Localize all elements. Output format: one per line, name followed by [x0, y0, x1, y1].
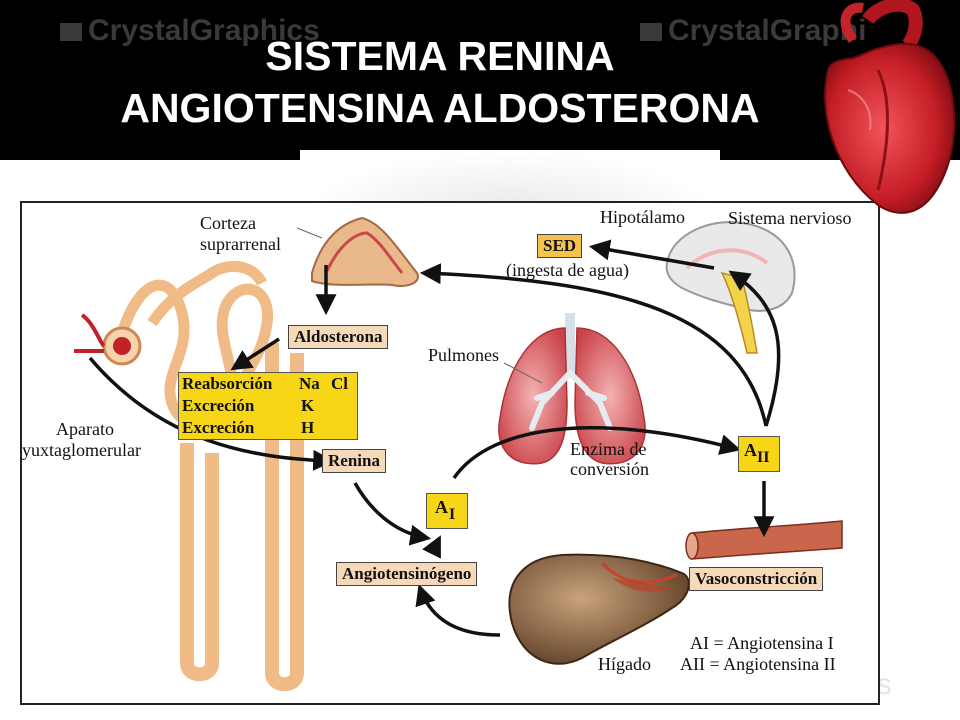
title-line-1: SISTEMA RENINA	[265, 33, 615, 79]
legend-aii: AII = Angiotensina II	[680, 654, 836, 674]
label-hipotalamo: Hipotálamo	[600, 207, 685, 227]
title-line-2: ANGIOTENSINA ALDOSTERONA	[120, 85, 760, 131]
reab-line-1-cl: Cl	[331, 374, 348, 393]
label-corteza-1: Corteza	[200, 213, 256, 233]
box-reabsorcion: Reabsorción Na Cl Excreción K Excreción …	[178, 372, 358, 440]
legend-ai: AI = Angiotensina I	[690, 633, 834, 653]
brain-illustration	[665, 221, 796, 354]
slide-title: SISTEMA RENINA ANGIOTENSINA ALDOSTERONA	[0, 30, 880, 134]
label-ingesta: (ingesta de agua)	[506, 260, 629, 280]
watermark-left: CrystalGraphics	[60, 14, 320, 48]
diagram-arrows	[88, 239, 781, 637]
label-aparato-1: Aparato	[56, 419, 114, 439]
reab-line-3: Excreción	[182, 418, 255, 437]
watermark-right: CrystalGraphi	[640, 14, 866, 48]
label-corteza-2: suprarrenal	[200, 234, 281, 254]
label-pulmones: Pulmones	[428, 345, 500, 365]
label-higado: Hígado	[598, 654, 651, 674]
diagram-panel: Corteza suprarrenal Hipotálamo Sistema n…	[20, 201, 880, 705]
box-angiotensina-i: A I	[426, 493, 468, 529]
box-vasoconstriccion: Vasoconstricción	[689, 567, 824, 591]
nephron-illustration	[74, 260, 304, 692]
reab-line-3-h: H	[301, 418, 315, 437]
adrenal-gland-illustration	[311, 216, 419, 287]
lungs-illustration	[498, 313, 646, 465]
blood-vessel-illustration	[685, 520, 843, 560]
label-enzima-1: Enzima de	[570, 439, 647, 459]
reab-line-2-k: K	[301, 396, 315, 415]
box-angiotensinogeno: Angiotensinógeno	[336, 562, 478, 586]
box-renina: Renina	[322, 449, 386, 473]
label-leader-lines	[296, 227, 543, 384]
label-enzima-2: conversión	[570, 459, 649, 479]
box-angiotensina-ii: A II	[738, 436, 780, 472]
reab-line-1-na: Na	[299, 374, 320, 393]
box-aldosterona: Aldosterona	[288, 325, 389, 349]
label-sistema-nervioso: Sistema nervioso	[728, 208, 852, 228]
reab-line-1: Reabsorción	[182, 374, 273, 393]
liver-illustration	[508, 553, 690, 665]
box-sed: SED	[537, 234, 583, 258]
header-bar: CrystalGraphics CrystalGraphi SISTEMA RE…	[0, 0, 960, 160]
heart-illustration	[824, 0, 956, 214]
diagram-drawing	[74, 216, 843, 692]
reab-line-2: Excreción	[182, 396, 255, 415]
label-aparato-2: yuxtaglomerular	[22, 440, 141, 460]
